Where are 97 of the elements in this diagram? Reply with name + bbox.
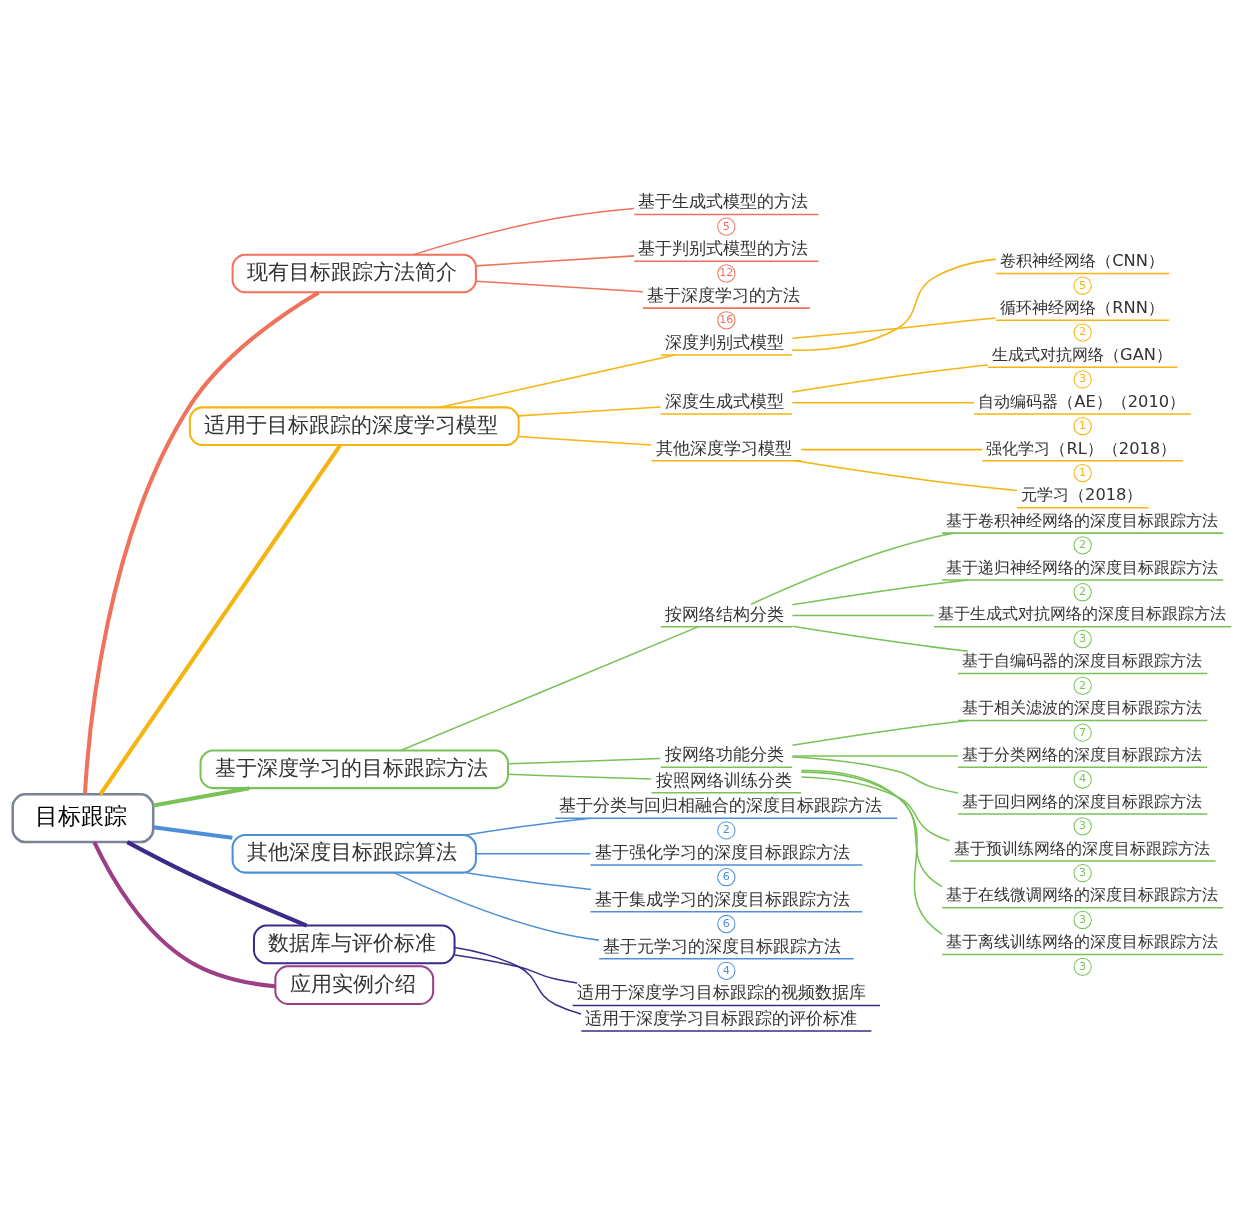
- node-label: 2: [722, 822, 730, 836]
- node-text: 深度判别式模型: [664, 331, 784, 352]
- node-label: 5: [722, 219, 730, 233]
- node-label: 3: [1079, 865, 1087, 879]
- connector: [791, 316, 997, 339]
- connector: [465, 871, 592, 890]
- node-text: 其他深度学习模型: [655, 437, 792, 458]
- connector: [791, 614, 935, 616]
- node-label: 1: [1079, 418, 1087, 432]
- node-label: 2: [1079, 537, 1087, 551]
- node-text: 适用于深度学习目标跟踪的视频数据库: [576, 981, 866, 1002]
- node-label: 7: [1079, 725, 1087, 738]
- connector: [399, 625, 699, 751]
- connector: [475, 279, 644, 292]
- node-text: 基于预训练网络的深度目标跟踪方法: [953, 838, 1210, 858]
- node-box: 数据库与评价标准: [252, 924, 456, 964]
- node-text: 元学习（2018）: [1021, 484, 1143, 504]
- node-label: 2: [1079, 324, 1087, 338]
- node-label: 6: [722, 916, 730, 930]
- node-text: 基于相关滤波的深度目标跟踪方法: [962, 697, 1203, 717]
- node-label: 1: [1079, 465, 1087, 479]
- connector: [507, 757, 661, 765]
- node-label: 4: [1079, 771, 1087, 785]
- node-text: 自动编码器（AE）（2010）: [978, 391, 1186, 411]
- connector: [518, 405, 662, 417]
- node-text: 强化学习（RL）（2018）: [986, 438, 1177, 457]
- node-label: 3: [1079, 371, 1087, 385]
- connector: [439, 353, 676, 408]
- node-text: 基于集成学习的深度目标跟踪方法: [594, 888, 850, 909]
- connector: [791, 754, 959, 757]
- connector: [82, 290, 320, 794]
- node-box: 目标跟踪: [11, 792, 155, 843]
- node-text: 深度生成式模型: [664, 390, 784, 411]
- node-label: 3: [1079, 631, 1087, 645]
- connector: [92, 840, 276, 988]
- node-label: 3: [1079, 959, 1087, 973]
- node-box: 基于深度学习的目标跟踪方法: [199, 748, 509, 789]
- connector: [98, 443, 342, 795]
- connector: [791, 719, 969, 746]
- node-label: 16: [719, 312, 734, 326]
- connector: [791, 401, 975, 404]
- connector: [800, 448, 984, 450]
- node-box: 应用实例介绍: [274, 964, 435, 1005]
- connector: [794, 459, 1018, 491]
- node-text: 基于元学习的深度目标跟踪方法: [603, 935, 842, 956]
- node-text: 基于生成式模型的方法: [638, 190, 809, 211]
- connector: [791, 363, 989, 393]
- connector: [153, 824, 233, 840]
- node-text: 基于自编码器的深度目标跟踪方法: [962, 650, 1203, 670]
- node-text: 适用于深度学习目标跟踪的评价标准: [585, 1007, 858, 1028]
- node-text: 生成式对抗网络（GAN）: [992, 344, 1172, 364]
- node-label: 2: [1079, 584, 1087, 598]
- node-text: 按网络功能分类: [664, 743, 784, 764]
- node-text: 基于在线微调网络的深度目标跟踪方法: [946, 884, 1219, 904]
- node-text: 基于回归网络的深度目标跟踪方法: [962, 791, 1203, 811]
- node-box: 其他深度目标跟踪算法: [231, 833, 477, 874]
- connector: [475, 254, 635, 267]
- node-label: 6: [722, 869, 730, 883]
- connector: [800, 770, 943, 887]
- node-text: 按照网络训练分类: [655, 769, 792, 790]
- node-text: 基于离线训练网络的深度目标跟踪方法: [946, 931, 1219, 951]
- node-text: 按网络结构分类: [664, 603, 784, 624]
- node-box: 现有目标跟踪方法简介: [231, 253, 477, 293]
- node-label: 3: [1079, 912, 1087, 926]
- connector: [454, 953, 578, 984]
- connector: [126, 839, 308, 927]
- node-text: 基于卷积神经网络的深度目标跟踪方法: [946, 510, 1219, 530]
- connector: [152, 785, 250, 808]
- node-text: 基于深度学习的方法: [646, 284, 800, 305]
- node-text: 循环神经网络（RNN）: [1000, 297, 1164, 317]
- node-label: 12: [719, 265, 734, 279]
- node-label: 4: [722, 963, 730, 977]
- node-label: 3: [1079, 818, 1087, 832]
- connector: [507, 773, 652, 780]
- connector: [465, 816, 592, 836]
- node-text: 基于递归神经网络的深度目标跟踪方法: [946, 557, 1219, 577]
- node-text: 基于生成式对抗网络的深度目标跟踪方法: [938, 603, 1227, 623]
- connector: [791, 755, 959, 794]
- node-label: 5: [1079, 278, 1087, 292]
- node-text: 卷积神经网络（CNN）: [1000, 250, 1164, 270]
- connector: [791, 257, 997, 351]
- node-text: 基于分类与回归相融合的深度目标跟踪方法: [559, 794, 883, 815]
- connector: [791, 578, 969, 606]
- node-label: 2: [1079, 678, 1087, 692]
- node-box: 适用于目标跟踪的深度学习模型: [188, 405, 520, 446]
- connector: [475, 852, 592, 855]
- connector: [800, 775, 951, 842]
- node-text: 基于分类网络的深度目标跟踪方法: [962, 744, 1203, 764]
- connector: [454, 946, 582, 1015]
- node-text: 基于强化学习的深度目标跟踪方法: [594, 841, 850, 862]
- node-text: 基于判别式模型的方法: [638, 237, 809, 258]
- connector: [518, 435, 653, 446]
- connector: [750, 531, 955, 605]
- connector: [412, 207, 635, 255]
- connector: [791, 625, 969, 652]
- connector: [800, 769, 943, 935]
- connector: [392, 871, 600, 941]
